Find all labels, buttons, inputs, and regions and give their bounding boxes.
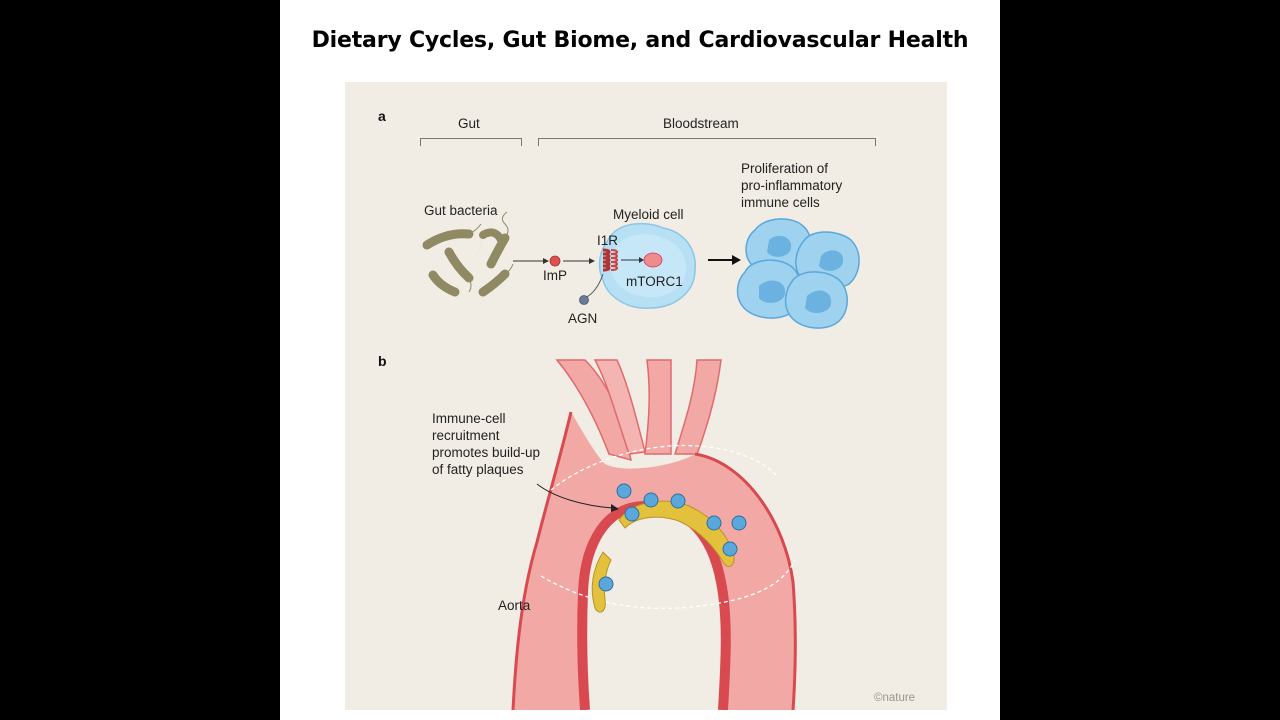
section-outline <box>540 559 796 610</box>
aorta-branch <box>673 359 722 455</box>
proliferation-label-line2: pro-inflammatory <box>741 178 843 193</box>
aorta-arch <box>513 412 796 710</box>
flagellum <box>468 223 482 235</box>
gut-bacteria-illustration <box>422 211 514 297</box>
i1r-label: I1R <box>597 233 619 248</box>
recruitment-label-line2: recruitment <box>432 428 500 443</box>
bacterium <box>479 228 505 244</box>
agn-label: AGN <box>568 311 598 326</box>
flagellum <box>501 211 509 239</box>
arrowhead <box>543 258 549 264</box>
myeloid-cell-label: Myeloid cell <box>613 207 684 222</box>
agn-molecule <box>579 295 589 305</box>
proliferation-label-line3: immune cells <box>741 195 820 210</box>
imp-molecule <box>549 255 561 267</box>
gut-bacteria-label: Gut bacteria <box>424 203 498 218</box>
bacterium <box>486 233 510 269</box>
panel-a-label: a <box>378 108 386 124</box>
aorta-lumen <box>593 518 715 710</box>
bacterium <box>464 229 482 261</box>
arrowhead <box>639 257 644 263</box>
immune-cell-marker <box>616 483 632 499</box>
slide-title: Dietary Cycles, Gut Biome, and Cardiovas… <box>311 28 969 53</box>
immune-cell-nucleus <box>819 250 844 271</box>
recruitment-label-line1: Immune-cell <box>432 411 506 426</box>
i1r-receptor <box>602 248 618 272</box>
bloodstream-heading: Bloodstream <box>663 116 739 131</box>
arrowhead <box>611 504 619 512</box>
immune-cell-nucleus <box>767 235 792 257</box>
immune-cell-nucleus <box>759 280 786 303</box>
gut-bracket <box>420 138 522 146</box>
recruitment-label-line3: promotes build-up <box>432 445 541 460</box>
nature-credit: ©nature <box>874 692 916 704</box>
aorta-outer-wall <box>694 452 797 710</box>
bacterium <box>444 247 474 283</box>
aorta-branch <box>644 359 672 455</box>
agn-binding-line <box>584 273 604 299</box>
immune-cell-marker <box>624 506 640 522</box>
immune-cell-marker <box>706 515 722 531</box>
aorta-branch <box>593 359 646 455</box>
immune-cells-cluster <box>736 218 860 329</box>
aorta-outer-wall <box>511 411 573 710</box>
immune-cell-marker <box>722 541 738 557</box>
mtorc1-label: mTORC1 <box>626 274 683 289</box>
recruitment-label-line4: of fatty plaques <box>432 462 524 477</box>
bacterium <box>478 269 510 297</box>
aorta-illustration <box>511 359 797 710</box>
bloodstream-bracket <box>538 138 876 146</box>
arrowhead <box>589 258 595 264</box>
immune-cell-nucleus <box>805 290 832 313</box>
imp-label: ImP <box>543 268 568 283</box>
immune-cell-marker <box>670 493 686 509</box>
flagellum <box>504 263 514 275</box>
panel-b-label: b <box>378 353 387 369</box>
aorta-branch <box>555 359 632 462</box>
figure-illustration <box>422 211 860 710</box>
aorta-label: Aorta <box>498 598 531 613</box>
immune-cell-marker <box>598 576 614 592</box>
bacterium <box>428 270 460 297</box>
section-outline <box>550 444 778 491</box>
arrowhead <box>732 255 741 265</box>
mtorc1-complex <box>643 252 663 268</box>
gut-heading: Gut <box>458 116 480 131</box>
proliferation-label-line1: Proliferation of <box>741 161 829 176</box>
flagellum <box>468 277 472 293</box>
immune-cell-marker <box>731 515 747 531</box>
callout-arrow <box>536 483 614 509</box>
immune-cell-marker <box>643 492 659 508</box>
bacterium <box>422 229 474 250</box>
